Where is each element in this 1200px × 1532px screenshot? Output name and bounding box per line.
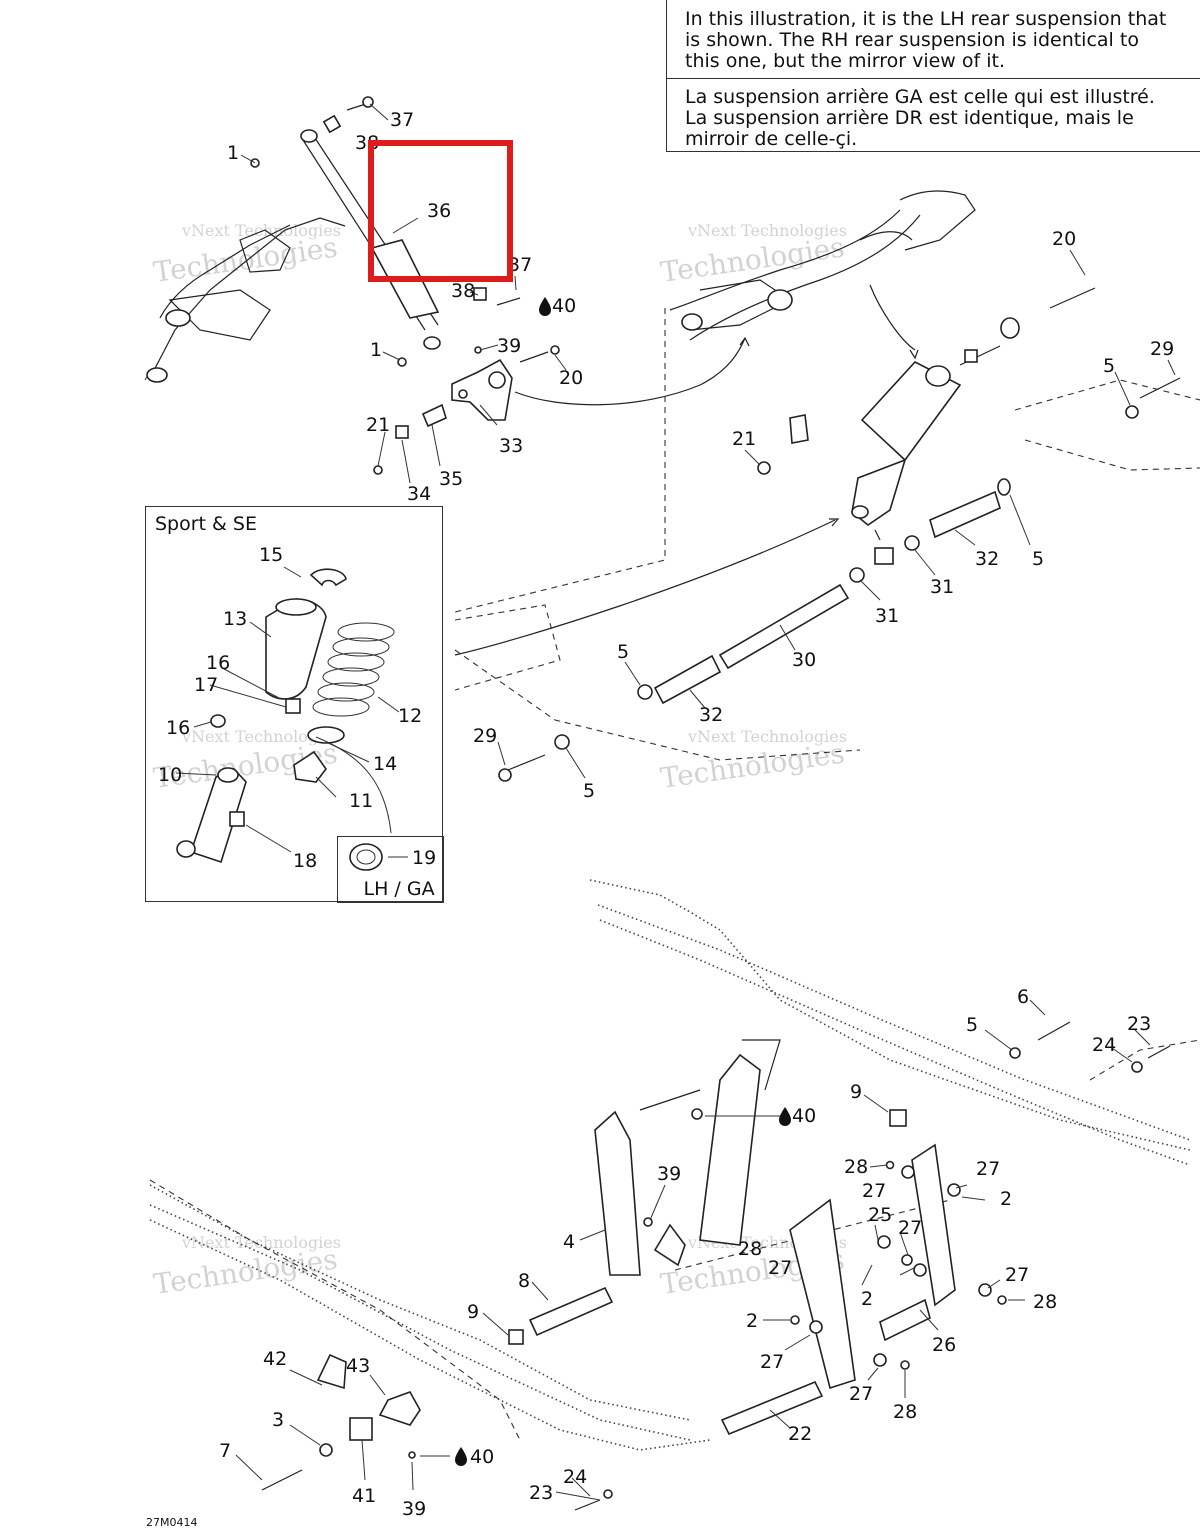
callout-label: 2 bbox=[1000, 1188, 1012, 1210]
callout-label: 29 bbox=[473, 725, 497, 747]
callout-label: 35 bbox=[439, 468, 463, 490]
callout-label: 24 bbox=[1092, 1034, 1116, 1056]
leader-lines bbox=[235, 103, 1176, 1501]
callout-label: 5 bbox=[1103, 355, 1115, 377]
callout-label: 41 bbox=[352, 1485, 376, 1507]
figure-code: 27M0414 bbox=[146, 1516, 198, 1529]
inset-drawing: 15 13 16 17 12 16 14 10 11 18 19 bbox=[158, 544, 436, 872]
callout-label: 28 bbox=[844, 1156, 868, 1178]
callout-label: 39 bbox=[497, 335, 521, 357]
callout-label: 39 bbox=[657, 1163, 681, 1185]
callout-label: 1 bbox=[370, 339, 382, 361]
callout-label: 29 bbox=[1150, 338, 1174, 360]
callout-label: 28 bbox=[738, 1238, 762, 1260]
callout-label: 2 bbox=[861, 1288, 873, 1310]
callout-label: 39 bbox=[402, 1498, 426, 1520]
callout-label: 16 bbox=[206, 652, 230, 674]
callout-label: 21 bbox=[732, 428, 756, 450]
watermark-text: vNext Technologies bbox=[181, 1233, 341, 1252]
callout-labels: 1 1 37 38 37 38 40 39 20 21 33 35 34 36 … bbox=[219, 109, 1174, 1520]
callout-label: 19 bbox=[412, 847, 436, 869]
callout-label: 32 bbox=[699, 704, 723, 726]
callout-label: 4 bbox=[563, 1231, 575, 1253]
lubricant-markers bbox=[455, 297, 791, 1466]
callout-label: 23 bbox=[529, 1482, 553, 1504]
lh-detail-box: LH / GA bbox=[336, 835, 444, 903]
callout-label: 21 bbox=[366, 414, 390, 436]
callout-label: 10 bbox=[158, 764, 182, 786]
watermark-text: vNext Technologies bbox=[181, 221, 341, 240]
callout-label: 5 bbox=[583, 780, 595, 802]
oil-drop-icon bbox=[779, 1107, 791, 1126]
callout-label: 15 bbox=[259, 544, 283, 566]
callout-label: 31 bbox=[875, 605, 899, 627]
callout-label: 27 bbox=[760, 1351, 784, 1373]
callout-label: 20 bbox=[559, 367, 583, 389]
callout-label: 6 bbox=[1017, 986, 1029, 1008]
callout-label: 36 bbox=[427, 200, 451, 222]
note-french: La suspension arrière GA est celle qui e… bbox=[685, 86, 1155, 150]
callout-label: 12 bbox=[398, 705, 422, 727]
callout-label: 2 bbox=[746, 1310, 758, 1332]
illustration-note: In this illustration, it is the LH rear … bbox=[666, 0, 1200, 152]
callout-label: 5 bbox=[1032, 548, 1044, 570]
callout-label: 27 bbox=[862, 1180, 886, 1202]
callout-label: 8 bbox=[518, 1270, 530, 1292]
callout-label: 28 bbox=[1033, 1291, 1057, 1313]
callout-label: 1 bbox=[227, 142, 239, 164]
sport-se-inset: Sport & SE 15 13 16 17 12 16 14 10 bbox=[145, 506, 444, 903]
oil-drop-icon bbox=[539, 297, 551, 316]
callout-label: 26 bbox=[932, 1334, 956, 1356]
callout-label: 7 bbox=[219, 1440, 231, 1462]
callout-label: 5 bbox=[966, 1014, 978, 1036]
callout-label: 28 bbox=[893, 1401, 917, 1423]
watermark-text: vNext Technologies bbox=[687, 221, 847, 240]
callout-label: 40 bbox=[470, 1446, 494, 1468]
note-english: In this illustration, it is the LH rear … bbox=[667, 0, 1200, 79]
callout-label: 9 bbox=[467, 1301, 479, 1323]
callout-label: 22 bbox=[788, 1423, 812, 1445]
watermark-text: vNext Technologies bbox=[181, 727, 341, 746]
callout-label: 27 bbox=[1005, 1264, 1029, 1286]
callout-label: 16 bbox=[166, 717, 190, 739]
callout-label: 27 bbox=[768, 1257, 792, 1279]
callout-label: 37 bbox=[508, 254, 532, 276]
highlight-box bbox=[368, 140, 513, 282]
runners-assembly bbox=[149, 879, 1200, 1511]
callout-label: 38 bbox=[451, 280, 475, 302]
callout-label: 25 bbox=[868, 1204, 892, 1226]
callout-label: 37 bbox=[390, 109, 414, 131]
callout-label: 31 bbox=[930, 576, 954, 598]
rear-arm-assembly bbox=[454, 190, 1200, 782]
front-arm-assembly bbox=[144, 96, 750, 475]
callout-label: 27 bbox=[849, 1383, 873, 1405]
callout-label: 27 bbox=[898, 1217, 922, 1239]
callout-label: 9 bbox=[850, 1081, 862, 1103]
callout-label: 24 bbox=[563, 1466, 587, 1488]
oil-drop-icon bbox=[455, 1447, 467, 1466]
callout-label: 33 bbox=[499, 435, 523, 457]
callout-label: 18 bbox=[293, 850, 317, 872]
callout-label: 43 bbox=[346, 1355, 370, 1377]
inset-title: Sport & SE bbox=[155, 513, 257, 535]
callout-label: 27 bbox=[976, 1158, 1000, 1180]
lh-ga-label: LH / GA bbox=[363, 877, 435, 900]
callout-label: 30 bbox=[792, 649, 816, 671]
watermark-text: vNext Technologies bbox=[687, 727, 847, 746]
callout-label: 14 bbox=[373, 753, 397, 775]
callout-label: 3 bbox=[272, 1409, 284, 1431]
callout-label: 34 bbox=[407, 483, 431, 505]
callout-label: 11 bbox=[349, 790, 373, 812]
callout-label: 40 bbox=[552, 295, 576, 317]
callout-label: 32 bbox=[975, 548, 999, 570]
callout-label: 13 bbox=[223, 608, 247, 630]
callout-label: 42 bbox=[263, 1348, 287, 1370]
callout-label: 23 bbox=[1127, 1013, 1151, 1035]
callout-label: 17 bbox=[194, 674, 218, 696]
callout-label: 5 bbox=[617, 641, 629, 663]
callout-label: 20 bbox=[1052, 228, 1076, 250]
callout-label: 40 bbox=[792, 1105, 816, 1127]
